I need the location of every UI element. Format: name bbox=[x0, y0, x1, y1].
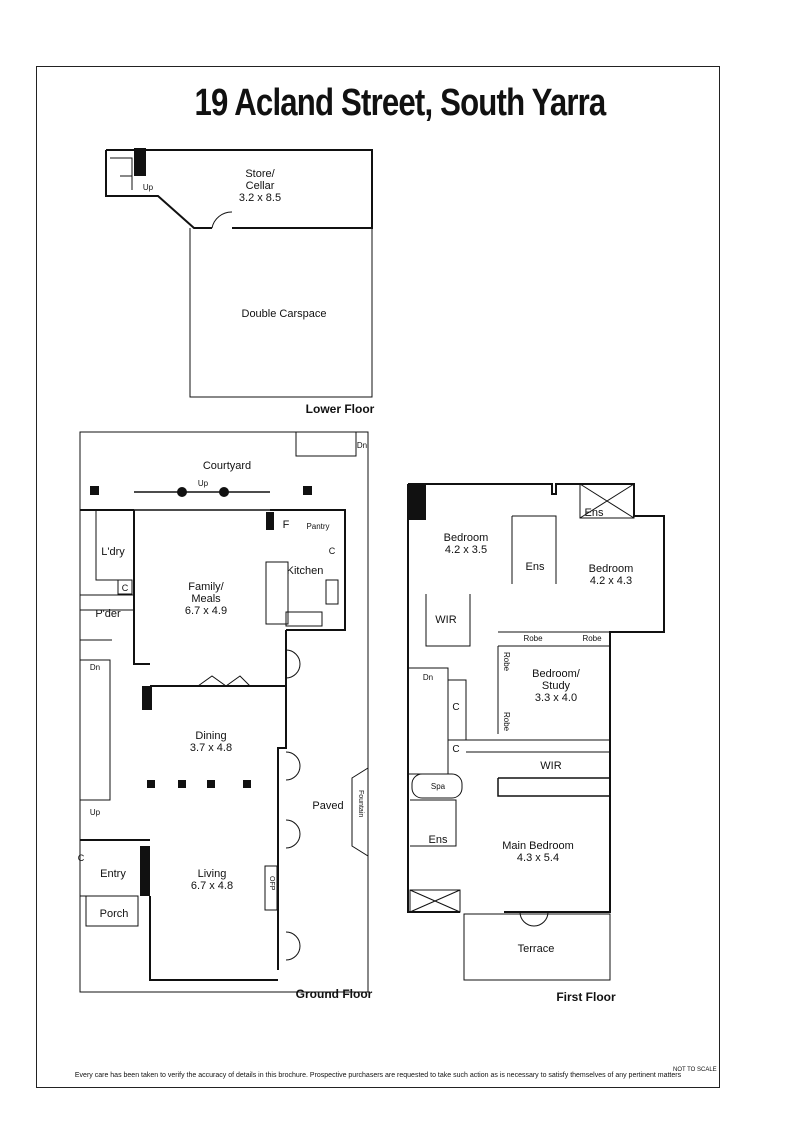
page-border bbox=[36, 66, 720, 1088]
kitchen-label: Kitchen bbox=[286, 565, 324, 577]
first-floor-caption: First Floor bbox=[556, 990, 616, 1004]
spa-label: Spa bbox=[430, 782, 446, 791]
porch-label: Porch bbox=[99, 908, 129, 920]
c3-label: C bbox=[77, 853, 85, 863]
bedroom1-label: Bedroom 4.2 x 3.5 bbox=[443, 532, 489, 556]
bedroom2-label: Bedroom 4.2 x 4.3 bbox=[588, 563, 634, 587]
family-meals-label: Family/ Meals 6.7 x 4.9 bbox=[184, 581, 228, 617]
entry-label: Entry bbox=[100, 868, 126, 880]
robe3-label: Robe bbox=[502, 652, 511, 672]
powder-label: P'der bbox=[95, 608, 121, 620]
ground-floor-plan bbox=[79, 431, 369, 993]
terrace-label: Terrace bbox=[517, 943, 555, 955]
dn-stair-label: Dn bbox=[89, 663, 101, 672]
f-label: F bbox=[282, 519, 290, 531]
ens2-label: Ens bbox=[525, 561, 545, 573]
c1-label: C bbox=[328, 546, 336, 556]
pantry-label: Pantry bbox=[306, 522, 330, 531]
wir1-label: WIR bbox=[435, 614, 457, 626]
c5-label: C bbox=[452, 744, 460, 755]
main-bedroom-label: Main Bedroom 4.3 x 5.4 bbox=[502, 840, 574, 864]
first-dn-label: Dn bbox=[422, 673, 434, 682]
ens3-label: Ens bbox=[428, 834, 448, 846]
c4-label: C bbox=[452, 702, 460, 713]
up-stair-label: Up bbox=[89, 808, 101, 817]
laundry-label: L'dry bbox=[101, 546, 125, 558]
paved-label: Paved bbox=[312, 800, 344, 812]
store-cellar-label: Store/ Cellar 3.2 x 8.5 bbox=[238, 168, 282, 204]
up-courtyard-label: Up bbox=[197, 479, 209, 488]
page-title: 19 Acland Street, South Yarra bbox=[194, 82, 607, 124]
robe1-label: Robe bbox=[523, 634, 543, 643]
bedroom-study-label: Bedroom/ Study 3.3 x 4.0 bbox=[532, 668, 580, 704]
ground-floor-caption: Ground Floor bbox=[295, 987, 373, 1001]
dn-top-label: Dn bbox=[356, 441, 368, 450]
not-to-scale-note: NOT TO SCALE bbox=[673, 1067, 717, 1073]
dining-label: Dining 3.7 x 4.8 bbox=[189, 730, 233, 754]
lower-floor-caption: Lower Floor bbox=[305, 402, 375, 416]
courtyard-label: Courtyard bbox=[202, 460, 252, 472]
fountain-label: Fountain bbox=[357, 790, 364, 818]
living-label: Living 6.7 x 4.8 bbox=[190, 868, 234, 892]
lower-up-label: Up bbox=[142, 183, 154, 192]
c2-label: C bbox=[121, 583, 129, 593]
wir2-label: WIR bbox=[540, 760, 562, 772]
double-carspace-label: Double Carspace bbox=[241, 308, 327, 320]
lower-floor-plan bbox=[105, 148, 373, 398]
robe4-label: Robe bbox=[502, 712, 511, 732]
first-floor-plan bbox=[407, 483, 665, 981]
ofp-label: OFP bbox=[268, 876, 275, 891]
ens1-label: Ens bbox=[584, 507, 604, 519]
disclaimer-text: Every care has been taken to verify the … bbox=[74, 1072, 682, 1079]
robe2-label: Robe bbox=[582, 634, 602, 643]
